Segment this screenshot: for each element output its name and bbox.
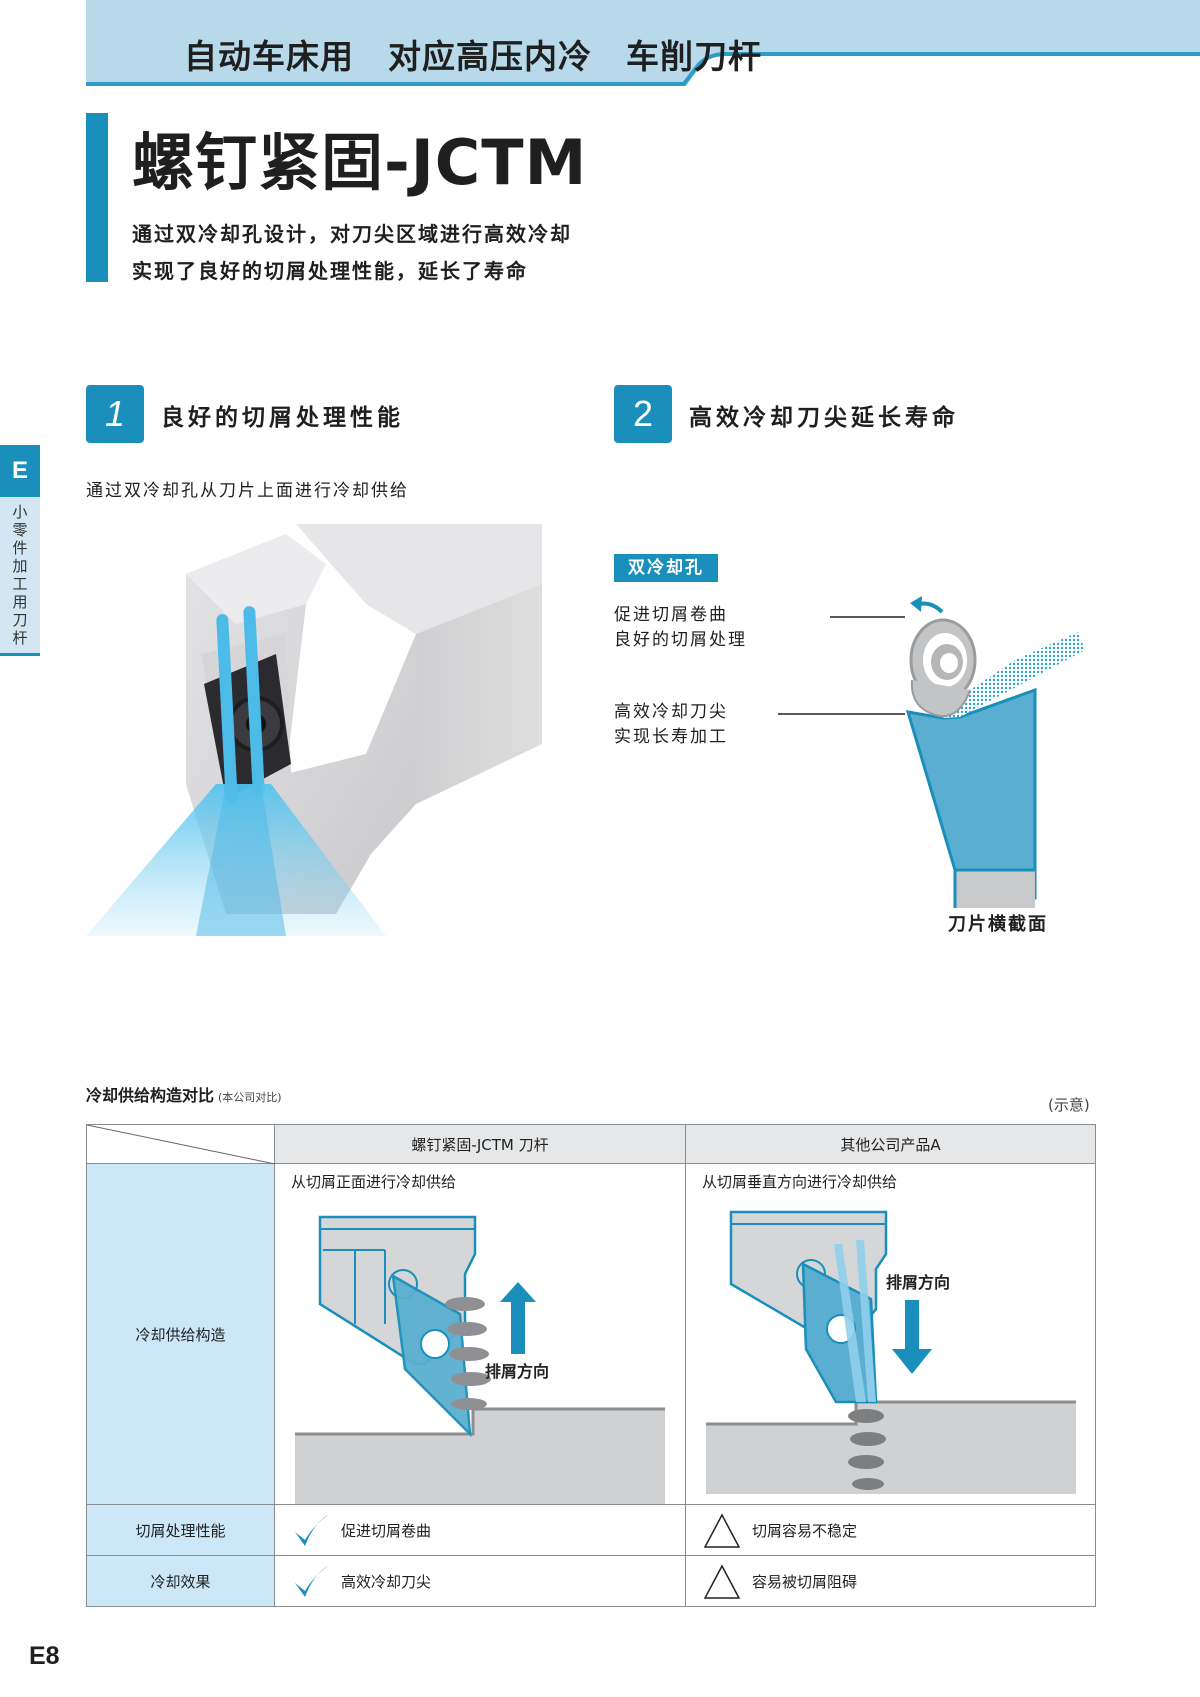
subtitle-line-2: 实现了良好的切屑处理性能，延长了寿命 (132, 259, 528, 283)
row-header-structure: 冷却供给构造 (86, 1163, 275, 1505)
section-char: 件 (12, 539, 28, 557)
section-char: 用 (12, 593, 28, 611)
header-banner: 自动车床用对应高压内冷车削刀杆 (86, 0, 1200, 90)
section-char: 小 (12, 503, 28, 521)
note-line: 促进切屑卷曲 (614, 605, 728, 625)
comparison-title: 冷却供给构造对比(本公司对比) (86, 1082, 282, 1106)
table-header-row: 螺钉紧固-JCTM 刀杆 其他公司产品A (86, 1124, 1096, 1164)
insert-cross-section-diagram (760, 590, 1100, 910)
structure-subtitle-jctm: 从切屑正面进行冷却供给 (291, 1173, 457, 1191)
comparison-table: 螺钉紧固-JCTM 刀杆 其他公司产品A 冷却供给构造 (86, 1124, 1096, 1607)
section-char: 杆 (12, 629, 28, 647)
column-header-jctm: 螺钉紧固-JCTM 刀杆 (274, 1124, 686, 1164)
illustrative-note: (示意) (1048, 1096, 1090, 1114)
section-side-tab: E 小 零 件 加 工 用 刀 杆 (0, 445, 40, 657)
cooling-cell-jctm: 高效冷却刀尖 (274, 1555, 686, 1607)
table-corner-cell (86, 1124, 275, 1164)
arrow-down-icon (892, 1300, 932, 1374)
chip-direction-label: 排屑方向 (485, 1362, 549, 1381)
chip-control-text: 促进切屑卷曲 (341, 1522, 432, 1540)
title-accent-bar (86, 113, 108, 282)
section-char: 加 (12, 557, 28, 575)
note-line: 实现长寿加工 (614, 727, 728, 747)
table-row: 冷却效果 高效冷却刀尖 容易被切屑阻碍 (86, 1555, 1096, 1607)
tool-holder-image (86, 524, 542, 936)
chip-control-cell-competitor: 切屑容易不稳定 (685, 1504, 1096, 1556)
page-title: 螺钉紧固-JCTM (132, 126, 588, 199)
chip-control-text: 切屑容易不稳定 (752, 1522, 858, 1540)
note-cooling: 高效冷却刀尖 实现长寿加工 (614, 700, 728, 750)
table-row: 冷却供给构造 (86, 1163, 1096, 1505)
feature-number-badge: 2 (614, 385, 672, 443)
feature1-caption: 通过双冷却孔从刀片上面进行冷却供给 (86, 481, 409, 501)
triangle-icon (703, 1513, 741, 1548)
note-line: 高效冷却刀尖 (614, 702, 728, 722)
triangle-icon (703, 1564, 741, 1599)
column-header-competitor: 其他公司产品A (685, 1124, 1096, 1164)
jctm-coolant-diagram: 排屑方向 (295, 1215, 665, 1504)
subtitle-line-1: 通过双冷却孔设计，对刀尖区域进行高效冷却 (132, 222, 572, 246)
structure-subtitle-competitor: 从切屑垂直方向进行冷却供给 (702, 1173, 898, 1191)
diagonal-divider (87, 1125, 275, 1164)
cooling-text: 容易被切屑阻碍 (752, 1573, 858, 1591)
check-icon (295, 1514, 329, 1546)
dual-coolant-hole-badge: 双冷却孔 (614, 554, 718, 582)
section-name: 小 零 件 加 工 用 刀 杆 (0, 497, 40, 655)
page-number: E8 (29, 1642, 60, 1670)
banner-segment: 车削刀杆 (626, 37, 762, 76)
section-char: 刀 (12, 611, 28, 629)
section-char: 工 (12, 575, 28, 593)
note-chip-curl: 促进切屑卷曲 良好的切屑处理 (614, 603, 747, 653)
cooling-text: 高效冷却刀尖 (341, 1573, 432, 1591)
chip-control-cell-jctm: 促进切屑卷曲 (274, 1504, 686, 1556)
side-tab-rule (0, 653, 40, 656)
banner-segment: 对应高压内冷 (388, 37, 592, 76)
row-header-chip-control: 切屑处理性能 (86, 1504, 275, 1556)
feature-label: 良好的切屑处理性能 (161, 405, 404, 431)
structure-cell-jctm: 排屑方向 从切屑正面进行冷却供给 (274, 1163, 686, 1505)
row-header-cooling: 冷却效果 (86, 1555, 275, 1607)
section-letter: E (0, 445, 40, 497)
cross-section-caption: 刀片横截面 (948, 914, 1048, 935)
banner-title: 自动车床用对应高压内冷车削刀杆 (184, 30, 796, 78)
arrow-up-icon (500, 1282, 536, 1354)
comparison-title-note: (本公司对比) (218, 1091, 282, 1104)
curl-arrow-icon (910, 596, 922, 612)
banner-segment: 自动车床用 (184, 37, 354, 76)
competitor-coolant-diagram: 排屑方向 (706, 1210, 1076, 1494)
comparison-title-text: 冷却供给构造对比 (86, 1086, 215, 1105)
feature-number-badge: 1 (86, 385, 144, 443)
section-char: 零 (12, 521, 28, 539)
banner-shape (86, 0, 1200, 86)
table-row: 切屑处理性能 促进切屑卷曲 切屑容易不稳定 (86, 1504, 1096, 1556)
structure-cell-competitor: 排屑方向 从切屑垂直方向进行冷却供给 (685, 1163, 1096, 1505)
cooling-cell-competitor: 容易被切屑阻碍 (685, 1555, 1096, 1607)
feature-label: 高效冷却刀尖延长寿命 (689, 405, 959, 431)
check-icon (295, 1565, 329, 1597)
note-line: 良好的切屑处理 (614, 630, 747, 650)
chip-direction-label: 排屑方向 (886, 1273, 950, 1292)
